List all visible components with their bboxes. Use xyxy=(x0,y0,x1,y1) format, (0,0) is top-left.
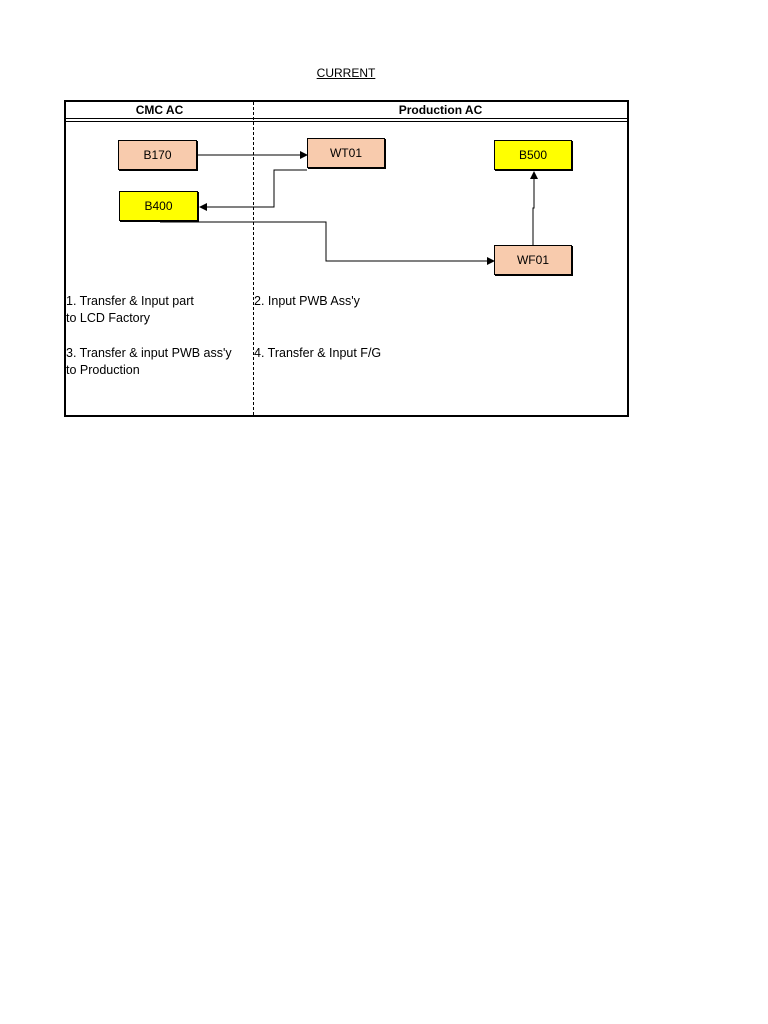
note-step-3: 3. Transfer & input PWB ass'y to Product… xyxy=(66,346,232,377)
lane-title-production: Production AC xyxy=(398,103,483,117)
node-b500: B500 xyxy=(494,140,572,170)
diagram-title: CURRENT xyxy=(316,66,376,80)
connector-wt01-b400 xyxy=(199,169,307,211)
node-b170: B170 xyxy=(118,140,197,170)
note-step-1: 1. Transfer & Input part to LCD Factory xyxy=(66,294,194,325)
note-step-4: 4. Transfer & Input F/G xyxy=(254,346,382,360)
connector-b400-wf01 xyxy=(160,221,495,265)
node-wf01: WF01 xyxy=(494,245,572,275)
swimlane-frame: CMC AC Production AC xyxy=(64,100,629,417)
node-b400: B400 xyxy=(119,191,198,221)
header-separator xyxy=(66,118,627,122)
note-step-2: 2. Input PWB Ass'y xyxy=(254,294,360,308)
node-wt01: WT01 xyxy=(307,138,385,168)
lane-divider xyxy=(253,102,254,415)
lane-title-cmc: CMC AC xyxy=(135,103,184,117)
connector-wf01-b500 xyxy=(530,171,538,245)
